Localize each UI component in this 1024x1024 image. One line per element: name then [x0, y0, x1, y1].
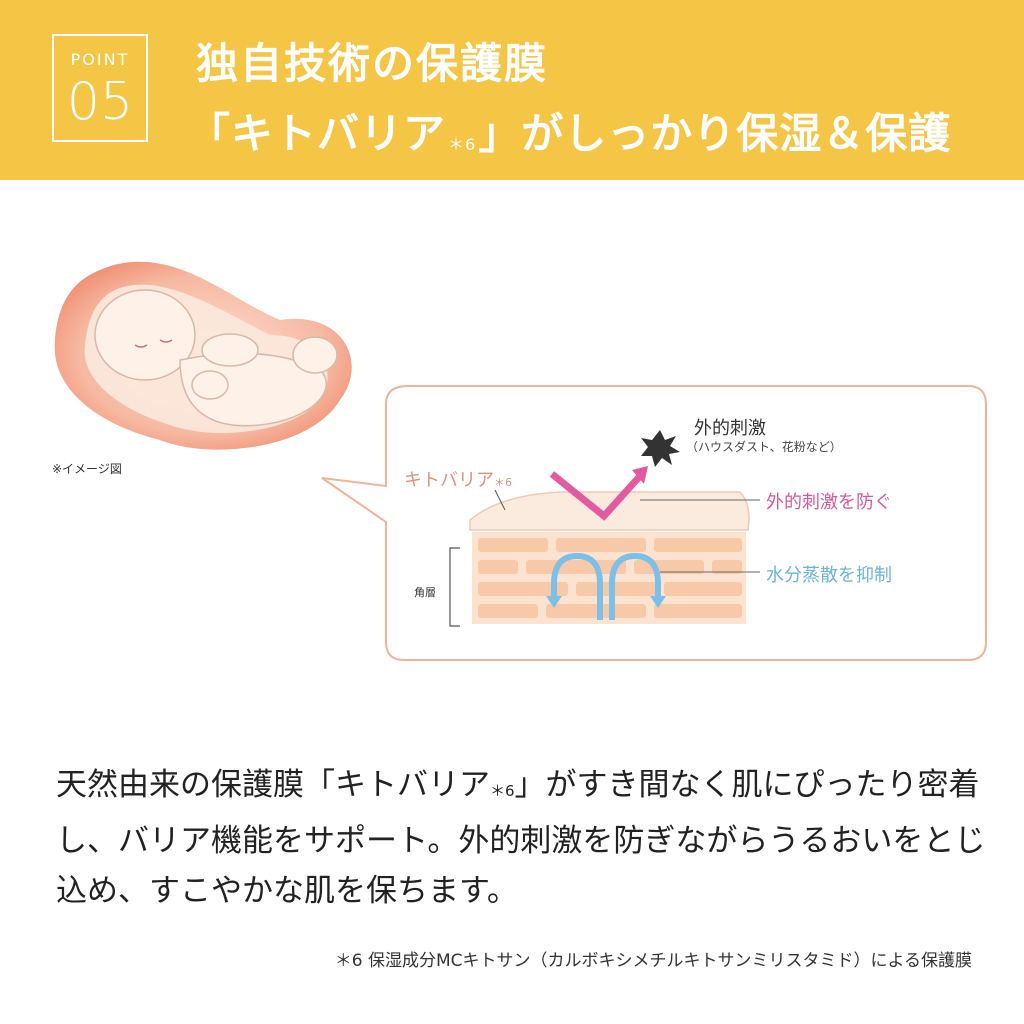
baby-illustration: [54, 261, 352, 450]
page-subtitle: 「キトバリア＊6」がしっかり保湿＆保護: [188, 109, 952, 158]
stratum-corneum-label: 角層: [414, 586, 436, 599]
header-banner: POINT 05 独自技術の保護膜 「キトバリア＊6」がしっかり保湿＆保護: [0, 0, 1024, 180]
image-note: ※イメージ図: [52, 462, 122, 476]
barrier-label: キトバリア＊6: [404, 470, 512, 491]
moisture-label: 水分蒸散を抑制: [766, 565, 892, 586]
point-number: 05: [66, 72, 134, 132]
body-text: 天然由来の保護膜「キトバリア＊6」がすき間なく肌にぴったり密着し、バリア機能をサ…: [56, 767, 986, 909]
footnote-mark: ＊6: [448, 135, 477, 154]
point-label: POINT: [70, 50, 130, 69]
footnote: ＊6 保湿成分MCキトサン（カルボキシメチルキトサンミリスタミド）による保護膜: [334, 951, 972, 971]
external-stimulus-label: 外的刺激: [694, 418, 766, 439]
block-label: 外的刺激を防ぐ: [766, 492, 892, 513]
point-badge: POINT 05: [52, 34, 148, 142]
page-title: 独自技術の保護膜: [196, 39, 549, 88]
external-stimulus-examples: （ハウスダスト、花粉など）: [686, 440, 842, 454]
